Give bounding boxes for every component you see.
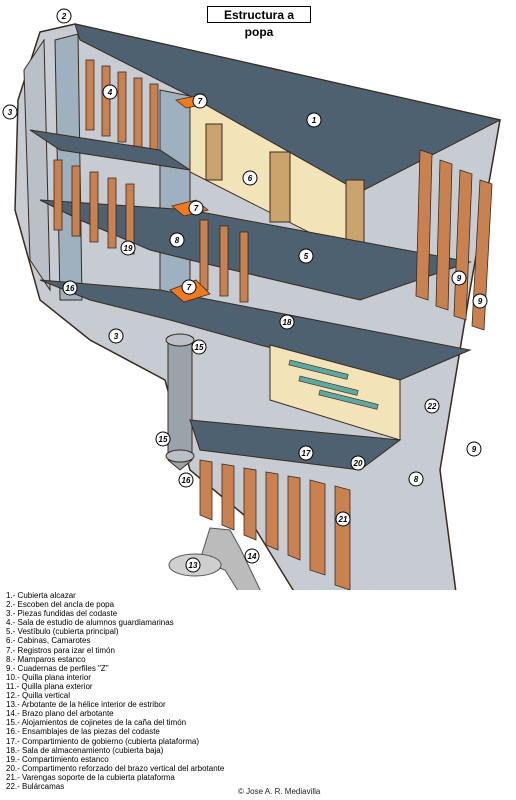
callout-21: 21 xyxy=(335,511,351,527)
callout-1: 1 xyxy=(306,112,322,128)
deck-principal xyxy=(39,199,472,301)
svg-text:7: 7 xyxy=(187,283,192,292)
callout-2: 2 xyxy=(56,8,72,24)
legend-item: 20.- Compartimento reforzado del brazo v… xyxy=(6,763,225,773)
legend-item: 7.- Registros para izar el timón xyxy=(6,645,115,655)
legend-item: 18.- Sala de almacenamiento (cubierta ba… xyxy=(6,745,164,755)
svg-text:16: 16 xyxy=(182,476,191,485)
legend-item: 4.- Sala de estudio de alumnos guardiama… xyxy=(6,618,174,628)
callout-7b: 7 xyxy=(188,200,204,216)
callout-20: 20 xyxy=(350,455,366,471)
svg-text:17: 17 xyxy=(302,449,311,458)
ship-stern-diagram: 1 2 3 3 4 5 6 7 7 7 8 8 9 9 9 10 11 12 1… xyxy=(2,8,502,590)
callout-8b: 8 xyxy=(408,471,424,487)
svg-text:19: 19 xyxy=(124,244,133,253)
callout-3-lower: 3 xyxy=(108,328,124,344)
legend-item: 16.- Ensamblajes de las piezas del codas… xyxy=(6,727,160,737)
callout-16a: 16 xyxy=(62,280,78,296)
right-frames xyxy=(415,149,493,331)
svg-text:15: 15 xyxy=(195,343,204,352)
callout-4: 4 xyxy=(102,84,118,100)
svg-text:22: 22 xyxy=(427,402,437,411)
svg-text:2: 2 xyxy=(61,12,67,21)
svg-text:9: 9 xyxy=(457,274,462,283)
callout-15a: 15 xyxy=(191,339,207,355)
callout-9b: 9 xyxy=(472,293,488,309)
legend-item: 21.- Varengas soporte de la cubierta pla… xyxy=(6,772,175,782)
callout-14: 14 xyxy=(244,548,260,564)
deck-lower xyxy=(39,279,472,381)
callout-16b: 16 xyxy=(178,472,194,488)
deck-study xyxy=(29,129,191,171)
svg-text:15: 15 xyxy=(159,435,168,444)
legend-item: 15.- Alojamientos de cojinetes de la cañ… xyxy=(6,718,187,728)
callout-6: 6 xyxy=(242,170,258,186)
svg-text:8: 8 xyxy=(414,475,419,484)
legend-item: 10.- Quilla plana interior xyxy=(6,672,91,682)
svg-text:8: 8 xyxy=(175,236,180,245)
teal-beams xyxy=(288,359,379,410)
svg-text:3: 3 xyxy=(8,108,13,117)
callout-3-upper: 3 xyxy=(2,104,18,120)
lower-floors xyxy=(199,459,351,590)
svg-text:6: 6 xyxy=(248,174,253,183)
legend-item: 8.- Mamparos estanco xyxy=(6,654,86,664)
svg-text:3: 3 xyxy=(114,332,119,341)
legend-item: 3.- Piezas fundidas del codaste xyxy=(6,609,118,619)
legend-item: 17.- Compartimiento de gobierno (cubiert… xyxy=(6,736,199,746)
callout-13: 13 xyxy=(185,557,201,573)
legend-item: 2.- Escoben del ancla de popa xyxy=(6,600,115,610)
legend-item: 6.- Cabinas, Camarotes xyxy=(6,636,91,646)
legend-item: 13.- Arbotante de la hélice interior de … xyxy=(6,700,166,710)
svg-text:9: 9 xyxy=(478,297,483,306)
callout-9a: 9 xyxy=(451,270,467,286)
legend-item: 19.- Compartimiento estanco xyxy=(6,754,109,764)
credit: © Jose A. R. Mediavilla xyxy=(238,787,321,796)
diagram-title: Estructura a popa xyxy=(207,6,311,39)
callout-7c: 7 xyxy=(181,279,197,295)
svg-text:14: 14 xyxy=(248,552,257,561)
legend-item: 1.- Cubierta alcazar xyxy=(6,591,76,600)
svg-text:7: 7 xyxy=(194,204,199,213)
svg-text:5: 5 xyxy=(304,252,309,261)
legend-item: 9.- Cuadernas de perfiles "Z" xyxy=(6,663,109,673)
svg-text:4: 4 xyxy=(107,88,113,97)
callout-19: 19 xyxy=(120,240,136,256)
svg-text:9: 9 xyxy=(472,445,477,454)
svg-text:21: 21 xyxy=(338,515,348,524)
legend-item: 12.- Quilla vertical xyxy=(6,691,71,701)
callout-7a: 7 xyxy=(192,93,208,109)
legend-item: 5.- Vestíbulo (cubierta principal) xyxy=(6,627,119,637)
legend-item: 11.- Quilla plana exterior xyxy=(6,681,93,691)
bulkhead-upper xyxy=(159,89,191,301)
svg-text:16: 16 xyxy=(66,284,75,293)
callout-18: 18 xyxy=(279,314,295,330)
svg-text:18: 18 xyxy=(283,318,292,327)
legend-item: 22.- Bulárcamas xyxy=(6,781,65,791)
callout-22: 22 xyxy=(424,398,440,414)
callout-17: 17 xyxy=(298,445,314,461)
svg-text:20: 20 xyxy=(353,459,363,468)
svg-text:1: 1 xyxy=(312,116,317,125)
legend-item: 14.- Brazo plano del arbotante xyxy=(6,709,114,719)
callouts: 1 2 3 3 4 5 6 7 7 7 8 8 9 9 9 10 11 12 1… xyxy=(2,8,488,573)
callout-9c: 9 xyxy=(466,441,482,457)
callout-5: 5 xyxy=(298,248,314,264)
middle-frames xyxy=(53,159,249,303)
callout-8a: 8 xyxy=(169,232,185,248)
svg-text:7: 7 xyxy=(198,97,203,106)
svg-text:13: 13 xyxy=(189,561,198,570)
callout-15b: 15 xyxy=(155,431,171,447)
